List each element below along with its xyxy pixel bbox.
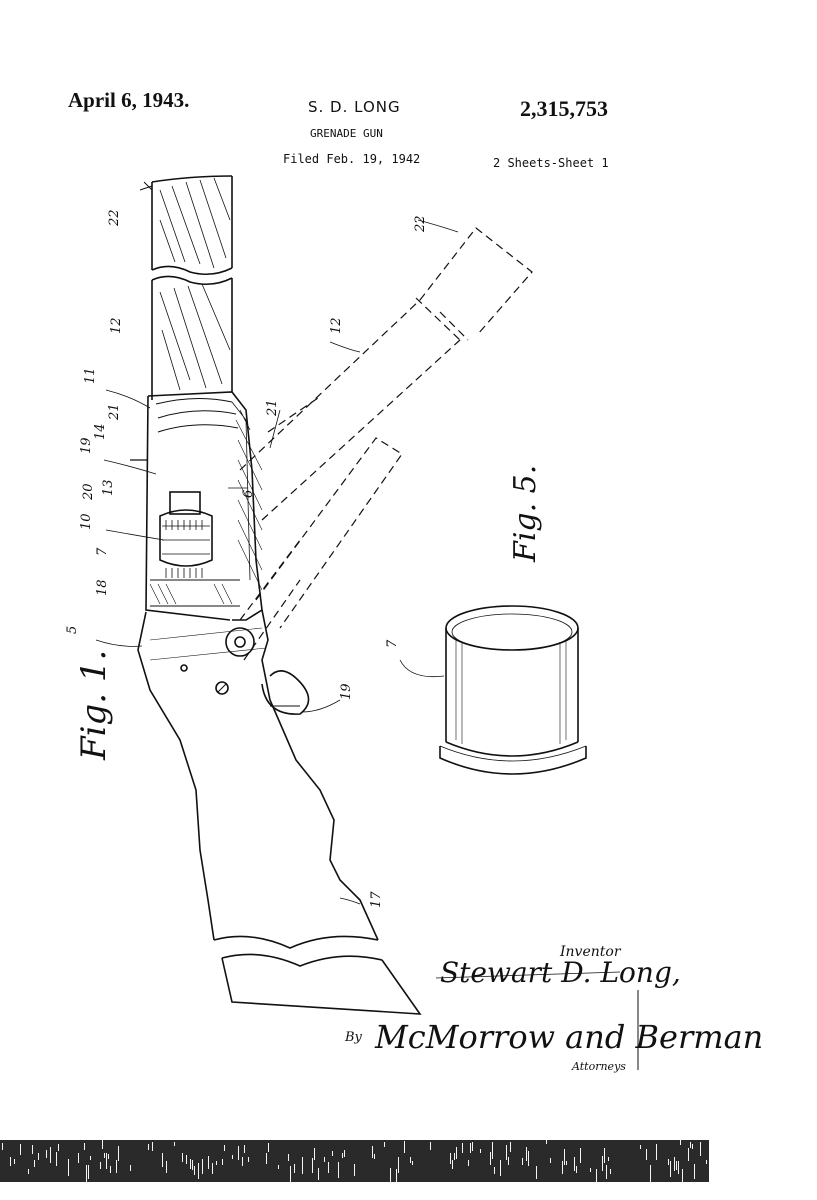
figure-5-label: Fig. 5. [508, 464, 543, 562]
ref-18: 18 [95, 579, 110, 596]
inventor-signature: Stewart D. Long, [440, 956, 681, 989]
ref-7b: 7 [385, 639, 400, 648]
leader-lines [95, 219, 459, 905]
ref-20: 20 [81, 483, 96, 501]
ref-12b: 12 [329, 317, 344, 334]
inventor-short-name: S. D. LONG [308, 98, 401, 116]
ref-21: 21 [107, 403, 122, 421]
barrel-upper [139, 175, 233, 276]
ref-21b: 21 [265, 399, 280, 417]
barrel-lower [151, 275, 233, 400]
attorneys-label: Attorneys [572, 1060, 626, 1073]
filed-date: Filed Feb. 19, 1942 [283, 152, 421, 166]
figure-1-label: Fig. 1. [74, 649, 114, 760]
ref-10: 10 [79, 513, 94, 530]
hinge [225, 627, 255, 657]
receiver [130, 391, 263, 621]
stock [137, 609, 422, 1015]
ref-14: 14 [93, 423, 108, 440]
ref-6: 6 [241, 490, 256, 498]
ref-19: 19 [79, 437, 94, 454]
tilted-barrel-dashed [239, 227, 533, 661]
patent-title: GRENADE GUN [310, 127, 383, 140]
patent-date: April 6, 1943. [68, 88, 190, 112]
ref-17: 17 [369, 891, 384, 908]
by-label: By [345, 1030, 362, 1045]
ref-5: 5 [65, 626, 80, 634]
attorneys-signature: McMorrow and Berman [375, 1018, 764, 1056]
ref-11: 11 [83, 367, 98, 384]
patent-number: 2,315,753 [520, 96, 608, 121]
ref-12: 12 [109, 317, 124, 334]
cartridge-case [439, 605, 587, 775]
ref-7: 7 [95, 547, 110, 556]
scan-strip [0, 1140, 709, 1182]
ref-19b: 19 [339, 683, 354, 700]
ref-13: 13 [101, 479, 116, 496]
sheet-count: 2 Sheets-Sheet 1 [493, 156, 609, 170]
inventor-label: Inventor [560, 944, 621, 960]
ref-22: 22 [107, 209, 122, 227]
ref-22b: 22 [413, 215, 428, 233]
